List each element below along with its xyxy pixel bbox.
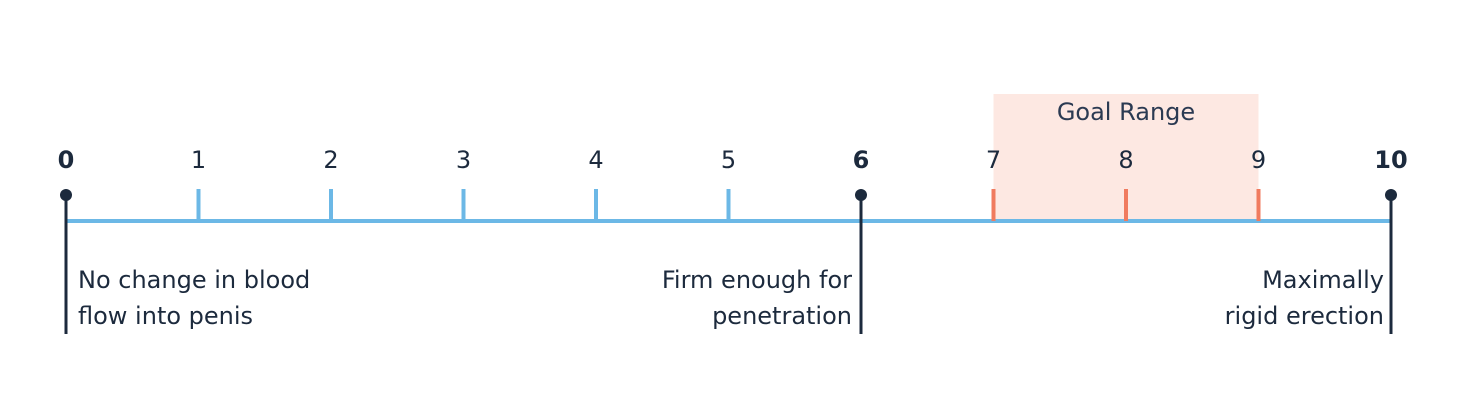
marker-dot-0 [60,189,72,201]
tick-label-7: 7 [986,146,1001,174]
tick-label-1: 1 [191,146,206,174]
tick-label-4: 4 [588,146,603,174]
tick-label-9: 9 [1251,146,1266,174]
goal-range-label: Goal Range [1057,98,1195,126]
tick-label-2: 2 [323,146,338,174]
annotation-10: Maximally rigid erection [1225,262,1384,334]
tick-label-layer: 0 1 2 3 4 5 6 7 8 9 10 [58,146,1408,174]
tick-label-10: 10 [1374,146,1407,174]
tick-label-3: 3 [456,146,471,174]
tick-label-5: 5 [721,146,736,174]
marker-dot-10 [1385,189,1397,201]
annotation-0-line2: flow into penis [78,302,254,330]
annotation-10-line2: rigid erection [1224,302,1384,330]
annotation-0: No change in blood flow into penis [78,262,310,334]
annotation-10-line1: Maximally [1262,266,1384,294]
marker-dot-6 [855,189,867,201]
tick-layer [60,189,1397,334]
annotation-6-line2: penetration [712,302,852,330]
annotation-0-line1: No change in blood [78,266,311,294]
annotation-6: Firm enough for penetration [662,262,852,334]
tick-label-6: 6 [853,146,870,174]
tick-label-0: 0 [58,146,75,174]
annotation-6-line1: Firm enough for [661,266,852,294]
tick-label-8: 8 [1118,146,1133,174]
